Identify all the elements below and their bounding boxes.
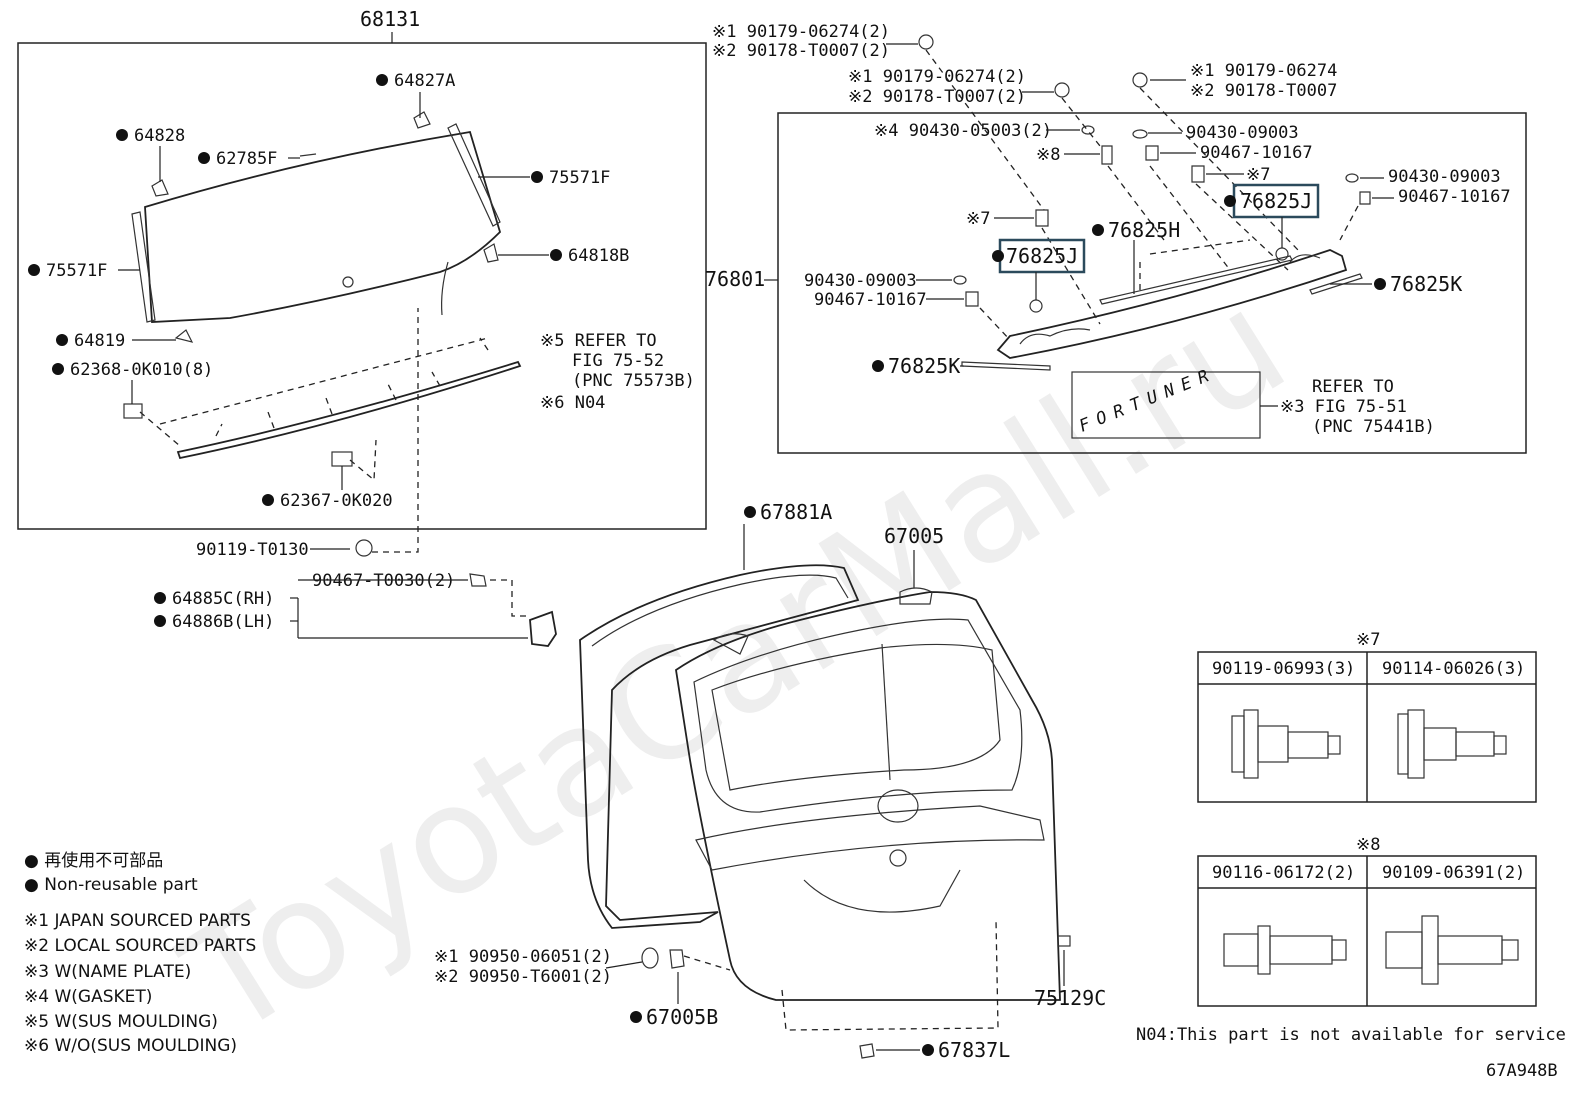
refer-note-5-line3: (PNC 75573B): [572, 371, 695, 391]
part-75129C[interactable]: 75129C: [1034, 986, 1106, 1010]
glass-group-box: [17, 42, 707, 530]
refer-note-3-line3: (PNC 75441B): [1312, 417, 1435, 437]
refer-note-5-line2: FIG 75-52: [572, 351, 664, 371]
part-90119-T0130[interactable]: 90119-T0130: [196, 540, 309, 560]
part-62368[interactable]: 62368-0K010(8): [70, 360, 213, 380]
nut-90467-10167-a[interactable]: 90467-10167: [1200, 143, 1313, 163]
nut-90430-09003-b[interactable]: 90430-09003: [1388, 167, 1501, 187]
refer-note-5-line1: ※5 REFER TO: [540, 331, 657, 351]
legend-note-4: ※4 W(GASKET): [24, 987, 152, 1007]
clip-top1-local[interactable]: ※2 90178-T0007(2): [712, 41, 890, 61]
part-64827A[interactable]: 64827A: [394, 71, 455, 91]
cap-90950-06051[interactable]: ※1 90950-06051(2): [434, 947, 612, 967]
part-67837L[interactable]: 67837L: [938, 1038, 1010, 1062]
back-door-panel[interactable]: [675, 591, 1061, 1001]
part-76825H[interactable]: 76825H: [1108, 218, 1180, 242]
part-62785F[interactable]: 62785F: [216, 149, 277, 169]
gasket-90430-05003[interactable]: ※4 90430-05003(2): [874, 121, 1052, 141]
table7-col2[interactable]: 90114-06026(3): [1382, 659, 1525, 679]
legend-nonreusable-jp: ● 再使用不可部品: [24, 850, 163, 871]
part-75571F-right[interactable]: 75571F: [549, 168, 610, 188]
nut-90430-09003-left[interactable]: 90430-09003: [804, 271, 917, 291]
table8-col2[interactable]: 90109-06391(2): [1382, 863, 1525, 883]
legend-note-3: ※3 W(NAME PLATE): [24, 962, 191, 982]
legend-note-6: ※6 W/O(SUS MOULDING): [24, 1036, 237, 1056]
refer-note-3-line2: ※3 FIG 75-51: [1280, 397, 1407, 417]
part-67881A[interactable]: 67881A: [760, 500, 832, 524]
part-64885C-RH[interactable]: 64885C(RH): [172, 589, 274, 609]
part-90467-T0030[interactable]: 90467-T0030(2): [312, 571, 455, 591]
part-64886B-LH[interactable]: 64886B(LH): [172, 612, 274, 632]
note-6: ※6 N04: [540, 393, 605, 413]
group-76801[interactable]: 76801: [705, 267, 765, 291]
cap-90950-T6001[interactable]: ※2 90950-T6001(2): [434, 967, 612, 987]
clip-top2-jp[interactable]: ※1 90179-06274(2): [848, 67, 1026, 87]
nut-90467-10167-left[interactable]: 90467-10167: [814, 290, 927, 310]
emblem-box: [1071, 371, 1261, 439]
legend-note-1: ※1 JAPAN SOURCED PARTS: [24, 911, 251, 931]
table8-title: ※8: [1356, 835, 1380, 855]
back-door-garnish[interactable]: [996, 249, 1348, 359]
clip-top1-jp[interactable]: ※1 90179-06274(2): [712, 22, 890, 42]
moulding-group-box: [777, 112, 1527, 454]
legend-note-2: ※2 LOCAL SOURCED PARTS: [24, 936, 256, 956]
back-door-hinge[interactable]: [529, 610, 557, 647]
legend-note-5: ※5 W(SUS MOULDING): [24, 1012, 218, 1032]
nut-90430-09003-a[interactable]: 90430-09003: [1186, 123, 1299, 143]
mark-7b: ※7: [1246, 165, 1270, 185]
table7-col1[interactable]: 90119-06993(3): [1212, 659, 1355, 679]
clip-top2-local[interactable]: ※2 90178-T0007(2): [848, 87, 1026, 107]
table8-col1[interactable]: 90116-06172(2): [1212, 863, 1355, 883]
part-62367[interactable]: 62367-0K020: [280, 491, 393, 511]
moulding-76825H[interactable]: [1099, 255, 1293, 305]
footnote-n04: N04:This part is not available for servi…: [1136, 1025, 1566, 1045]
part-64818B[interactable]: 64818B: [568, 246, 629, 266]
part-76825J-right[interactable]: 76825J: [1240, 189, 1312, 213]
weatherstrip-67881A[interactable]: [579, 564, 860, 929]
glass-moulding[interactable]: [176, 360, 522, 460]
clip-top3-local[interactable]: ※2 90178-T0007: [1190, 81, 1337, 101]
part-64828[interactable]: 64828: [134, 126, 185, 146]
part-76825K-right[interactable]: 76825K: [1390, 272, 1462, 296]
part-64819[interactable]: 64819: [74, 331, 125, 351]
legend-nonreusable-en: ● Non-reusable part: [24, 875, 198, 895]
group-68131[interactable]: 68131: [360, 7, 420, 31]
part-75571F-left[interactable]: 75571F: [46, 261, 107, 281]
table7-title: ※7: [1356, 630, 1380, 650]
clip-top3-jp[interactable]: ※1 90179-06274: [1190, 61, 1337, 81]
nut-90467-10167-b[interactable]: 90467-10167: [1398, 187, 1511, 207]
refer-note-3-line1: REFER TO: [1312, 377, 1394, 397]
mark-8: ※8: [1036, 145, 1060, 165]
part-76825J-left[interactable]: 76825J: [1006, 244, 1078, 268]
fastener-table-7: ※7 90119-06993(3) 90114-06026(3): [1197, 630, 1537, 803]
mark-7a: ※7: [966, 209, 990, 229]
part-76825K-left[interactable]: 76825K: [888, 354, 960, 378]
group-67005[interactable]: 67005: [884, 524, 944, 548]
part-67005B[interactable]: 67005B: [646, 1005, 718, 1029]
diagram-id: 67A948B: [1486, 1061, 1558, 1081]
fastener-table-8: ※8 90116-06172(2) 90109-06391(2): [1197, 835, 1537, 1007]
back-door-glass[interactable]: [144, 130, 502, 323]
